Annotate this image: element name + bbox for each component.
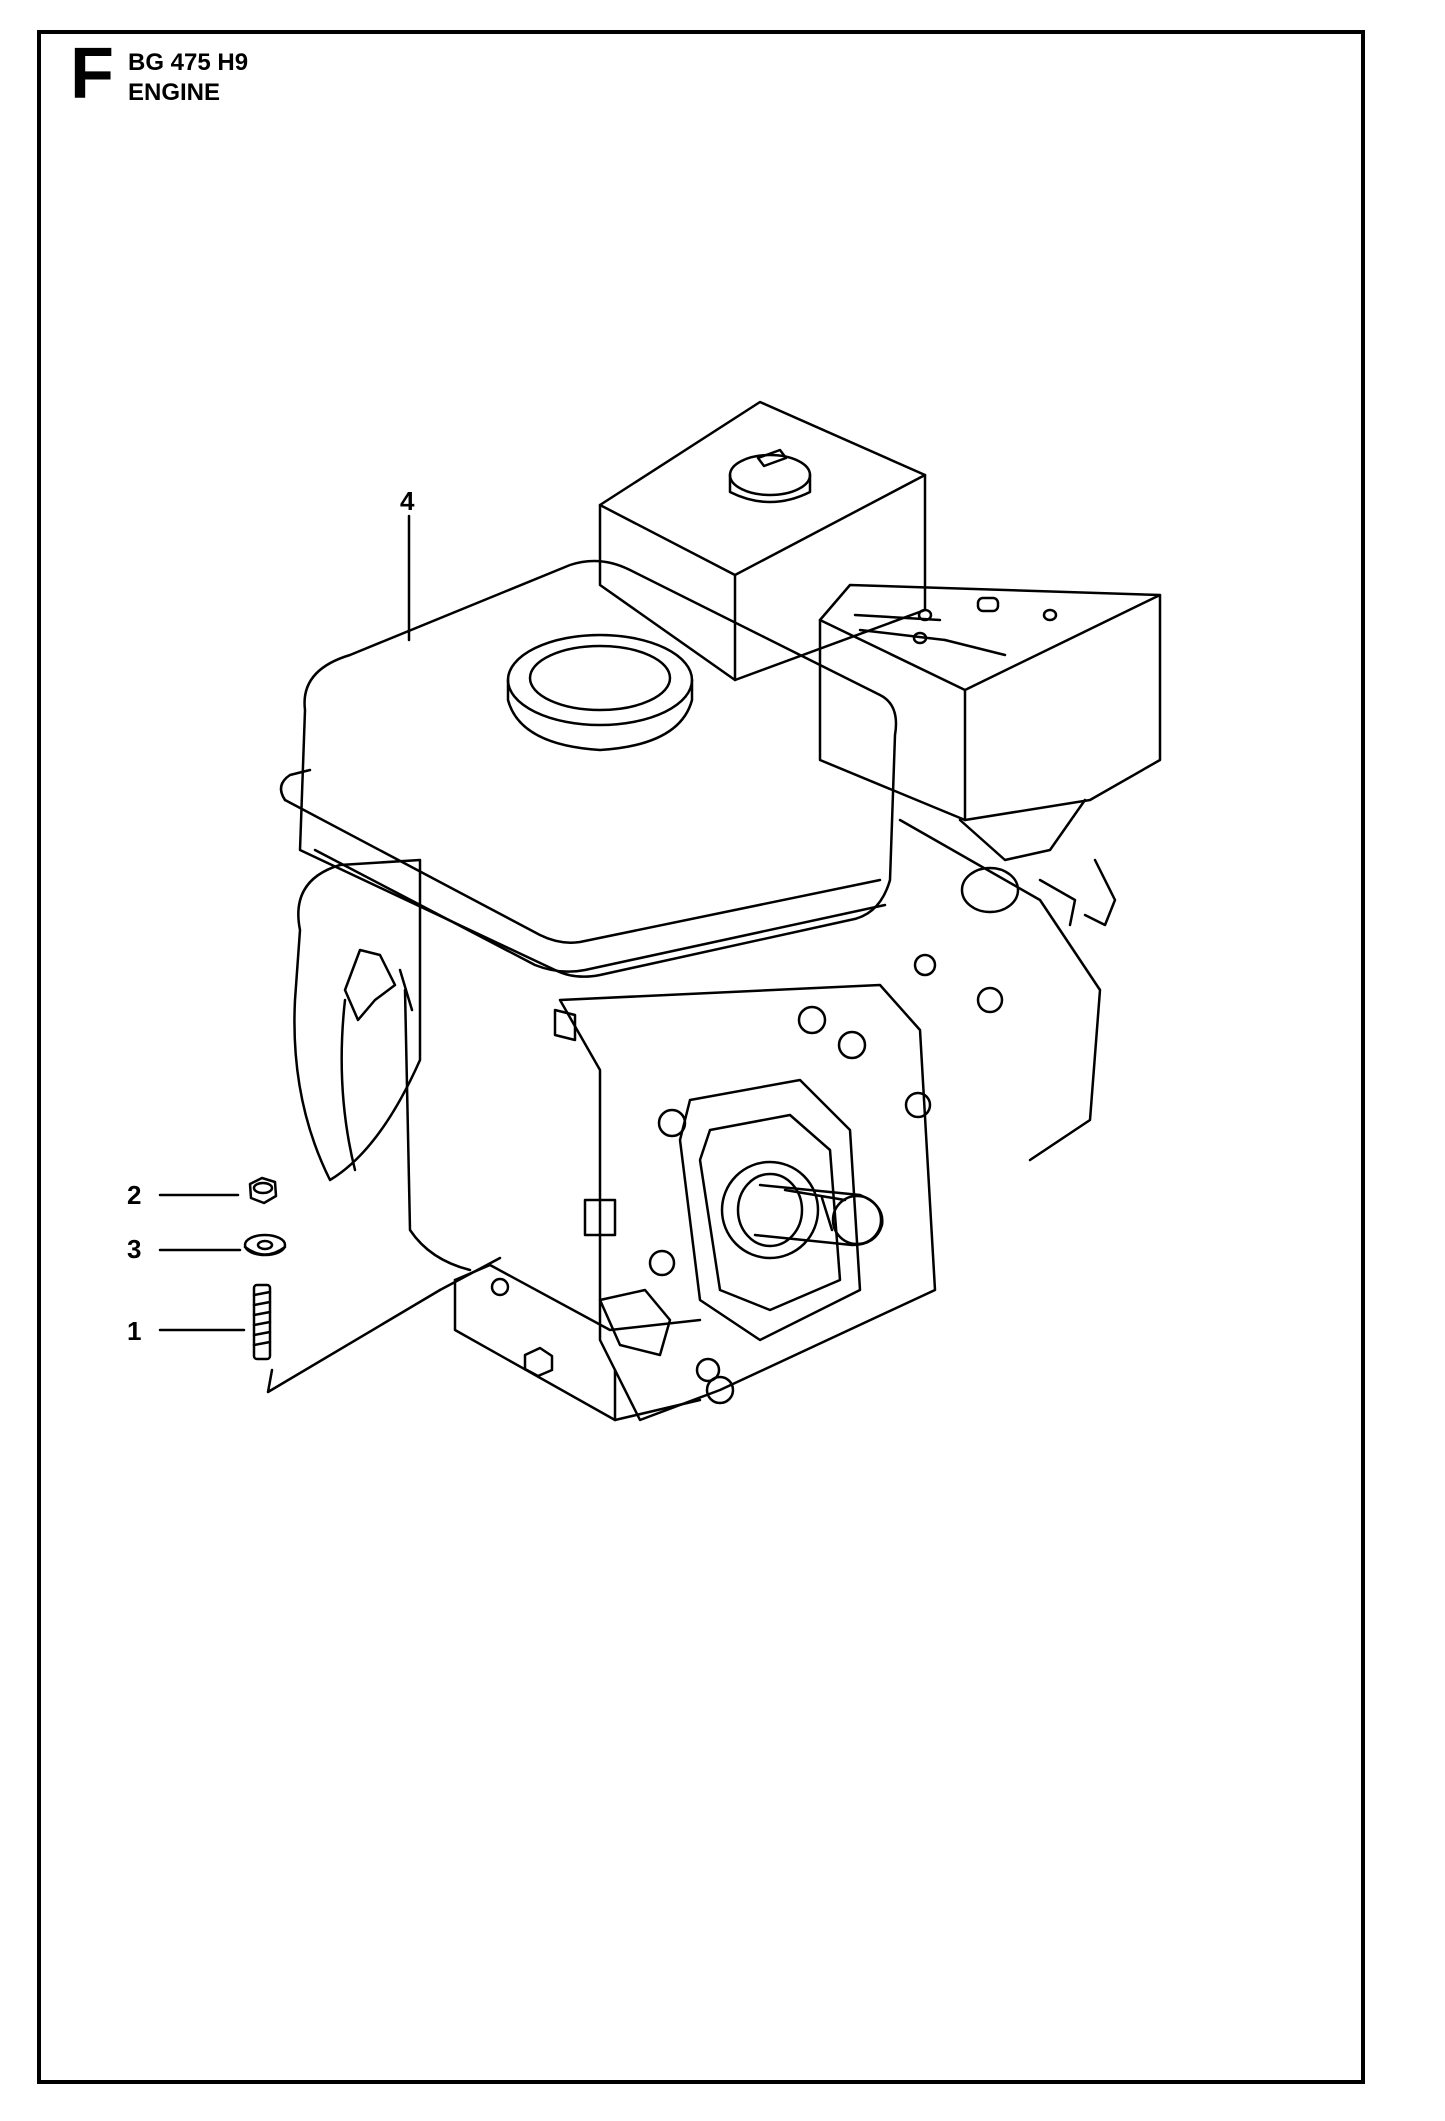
page-frame — [37, 30, 1365, 2084]
title-block: BG 475 H9 ENGINE — [128, 48, 248, 108]
stud-bolt-part — [252, 1283, 272, 1361]
diagram-title: ENGINE — [128, 79, 221, 106]
section-letter: F — [70, 34, 114, 114]
callout-3: 3 — [127, 1234, 142, 1264]
callout-2: 2 — [127, 1180, 142, 1210]
model-name: BG 475 H9 — [128, 49, 249, 76]
engine-part — [279, 400, 1162, 1422]
callout-1: 1 — [127, 1316, 142, 1346]
washer-part — [243, 1233, 287, 1257]
leader-lines — [158, 514, 502, 1394]
hex-nut-part — [248, 1176, 278, 1205]
callout-4: 4 — [400, 486, 415, 516]
